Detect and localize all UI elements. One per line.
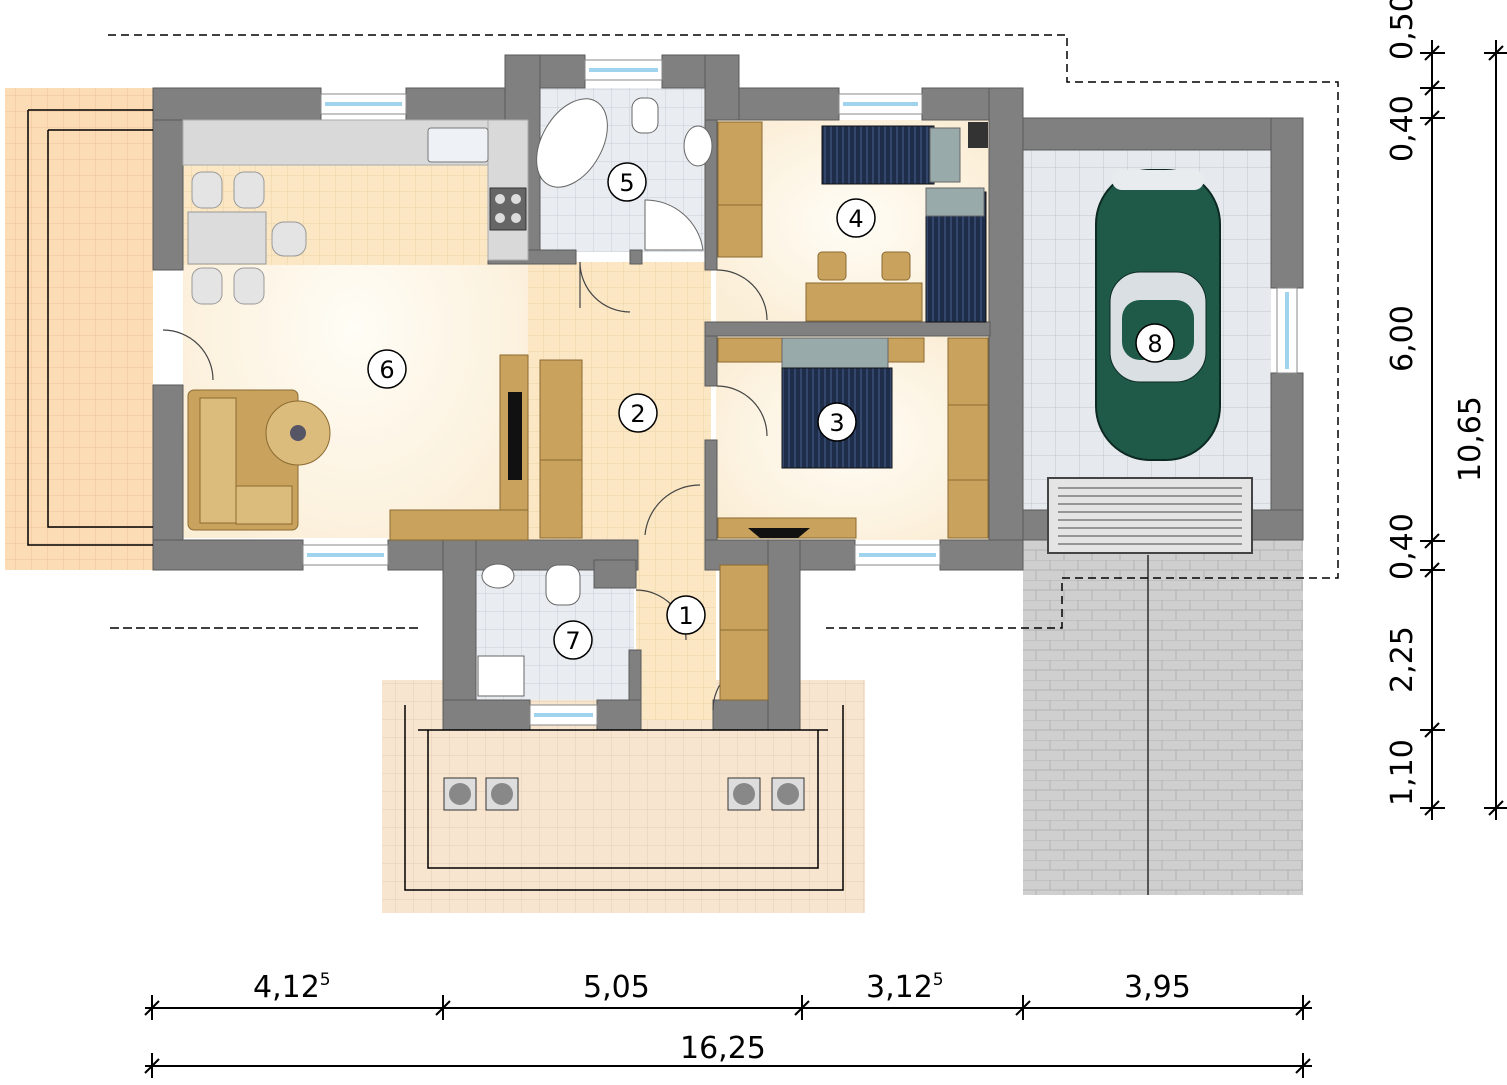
- driveway: [1023, 540, 1303, 895]
- svg-text:7: 7: [565, 627, 580, 655]
- stove-icon: [489, 187, 527, 231]
- dim-right-3: 6,00: [1385, 305, 1420, 372]
- dim-bottom-total: 16,25: [680, 1031, 766, 1066]
- terrace-left: [5, 88, 153, 570]
- columns: [443, 777, 805, 811]
- svg-text:8: 8: [1147, 330, 1162, 358]
- fireplace: [508, 392, 522, 480]
- dim-right-5: 2,25: [1385, 626, 1420, 693]
- dim-bottom-4: 3,95: [1124, 970, 1191, 1005]
- dining-table: [187, 211, 267, 265]
- walls: [152, 54, 1304, 731]
- room-label-5: 5: [607, 162, 647, 202]
- roof-outline: [108, 34, 1339, 629]
- dim-right-total: 10,65: [1453, 396, 1488, 482]
- terrace-steps: [27, 109, 844, 891]
- svg-text:5: 5: [619, 169, 634, 197]
- room-label-8: 8: [1135, 323, 1175, 363]
- room-label-1: 1: [666, 595, 706, 635]
- dim-bottom-3: 3,125: [866, 970, 944, 1005]
- svg-text:6: 6: [379, 356, 394, 384]
- bed-icon: [821, 125, 935, 185]
- dim-right-4: 0,40: [1385, 513, 1420, 580]
- living-room-furniture: [187, 354, 529, 541]
- room-label-7: 7: [553, 620, 593, 660]
- kitchen: [182, 119, 529, 305]
- bedroom-4-furniture: [717, 121, 988, 323]
- dim-right-6: 1,10: [1385, 739, 1420, 806]
- dimension-bottom: 4,125 5,05 3,125 3,95 16,25: [144, 970, 1312, 1078]
- bedroom-3-furniture: [717, 337, 989, 539]
- sink-icon: [427, 127, 489, 163]
- svg-text:4: 4: [848, 205, 863, 233]
- dim-right-1: 0,50: [1385, 0, 1420, 60]
- windows: [302, 59, 1298, 726]
- dimension-right: 0,50 0,40 6,00 0,40 2,25 1,10 10,65: [1385, 0, 1507, 820]
- bathtub-icon: [536, 98, 608, 188]
- room-label-6: 6: [367, 349, 407, 389]
- bathroom-fixtures: [536, 97, 713, 251]
- dim-right-2: 0,40: [1385, 95, 1420, 162]
- dim-bottom-2: 5,05: [583, 970, 650, 1005]
- room-label-4: 4: [836, 198, 876, 238]
- svg-text:1: 1: [678, 602, 693, 630]
- room-label-2: 2: [618, 393, 658, 433]
- wc-fixtures: [477, 563, 581, 697]
- svg-text:3: 3: [829, 409, 844, 437]
- room-label-3: 3: [817, 402, 857, 442]
- svg-text:2: 2: [630, 400, 645, 428]
- hall-wardrobes: [539, 359, 769, 701]
- dim-bottom-1: 4,125: [253, 970, 331, 1005]
- garage-door: [1047, 477, 1253, 554]
